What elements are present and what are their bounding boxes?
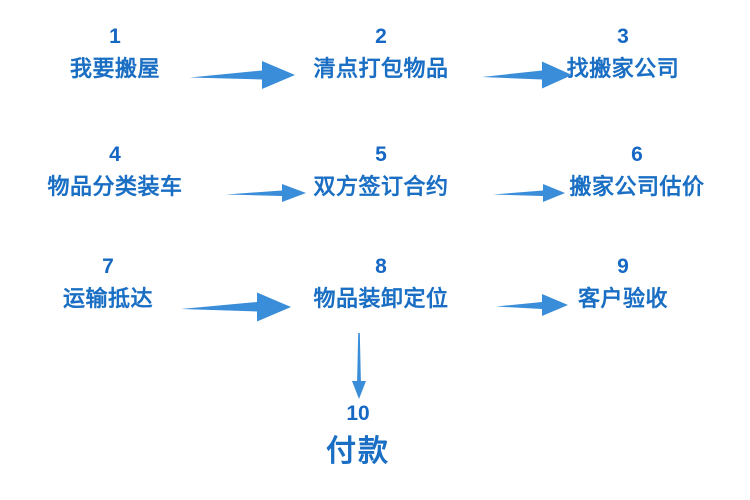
arrow-step5-to-step6-icon	[493, 181, 565, 205]
step-label-4: 物品分类装车	[47, 174, 183, 199]
step-label-2: 清点打包物品	[313, 56, 449, 81]
step-number-3: 3	[617, 25, 629, 48]
step-label-9: 客户验收	[577, 286, 669, 311]
step-label-7: 运输抵达	[62, 286, 154, 311]
arrow-step8-to-step10-icon	[348, 333, 370, 399]
flow-step-10[interactable]: 10 付款	[326, 403, 390, 468]
step-number-2: 2	[375, 25, 387, 48]
step-number-4: 4	[109, 143, 121, 166]
flow-step-7[interactable]: 7 运输抵达	[63, 256, 153, 310]
flow-step-5[interactable]: 5 双方签订合约	[313, 144, 448, 198]
flow-step-4[interactable]: 4 物品分类装车	[47, 144, 182, 198]
step-number-5: 5	[375, 143, 387, 166]
arrow-step8-to-step9-icon	[496, 291, 568, 319]
arrow-step7-to-step8-icon	[181, 290, 291, 324]
step-label-3: 找搬家公司	[566, 56, 680, 81]
flow-step-8[interactable]: 8 物品装卸定位	[313, 256, 448, 310]
arrow-step2-to-step3-icon	[482, 58, 572, 92]
step-number-6: 6	[631, 143, 643, 166]
arrow-step4-to-step5-icon	[226, 181, 306, 205]
step-number-9: 9	[617, 255, 629, 278]
step-label-10: 付款	[326, 435, 390, 468]
step-number-7: 7	[102, 255, 114, 278]
flow-step-1[interactable]: 1 我要搬屋	[70, 26, 160, 80]
step-number-10: 10	[346, 402, 370, 425]
flow-step-3[interactable]: 3 找搬家公司	[567, 26, 680, 80]
flow-step-9[interactable]: 9 客户验收	[578, 256, 668, 310]
step-number-8: 8	[375, 255, 387, 278]
flow-step-6[interactable]: 6 搬家公司估价	[569, 144, 704, 198]
step-label-1: 我要搬屋	[69, 56, 161, 81]
arrow-step1-to-step2-icon	[190, 58, 295, 92]
step-number-1: 1	[109, 25, 121, 48]
flow-step-2[interactable]: 2 清点打包物品	[313, 26, 448, 80]
step-label-5: 双方签订合约	[313, 174, 449, 199]
step-label-8: 物品装卸定位	[313, 286, 449, 311]
step-label-6: 搬家公司估价	[569, 174, 705, 199]
